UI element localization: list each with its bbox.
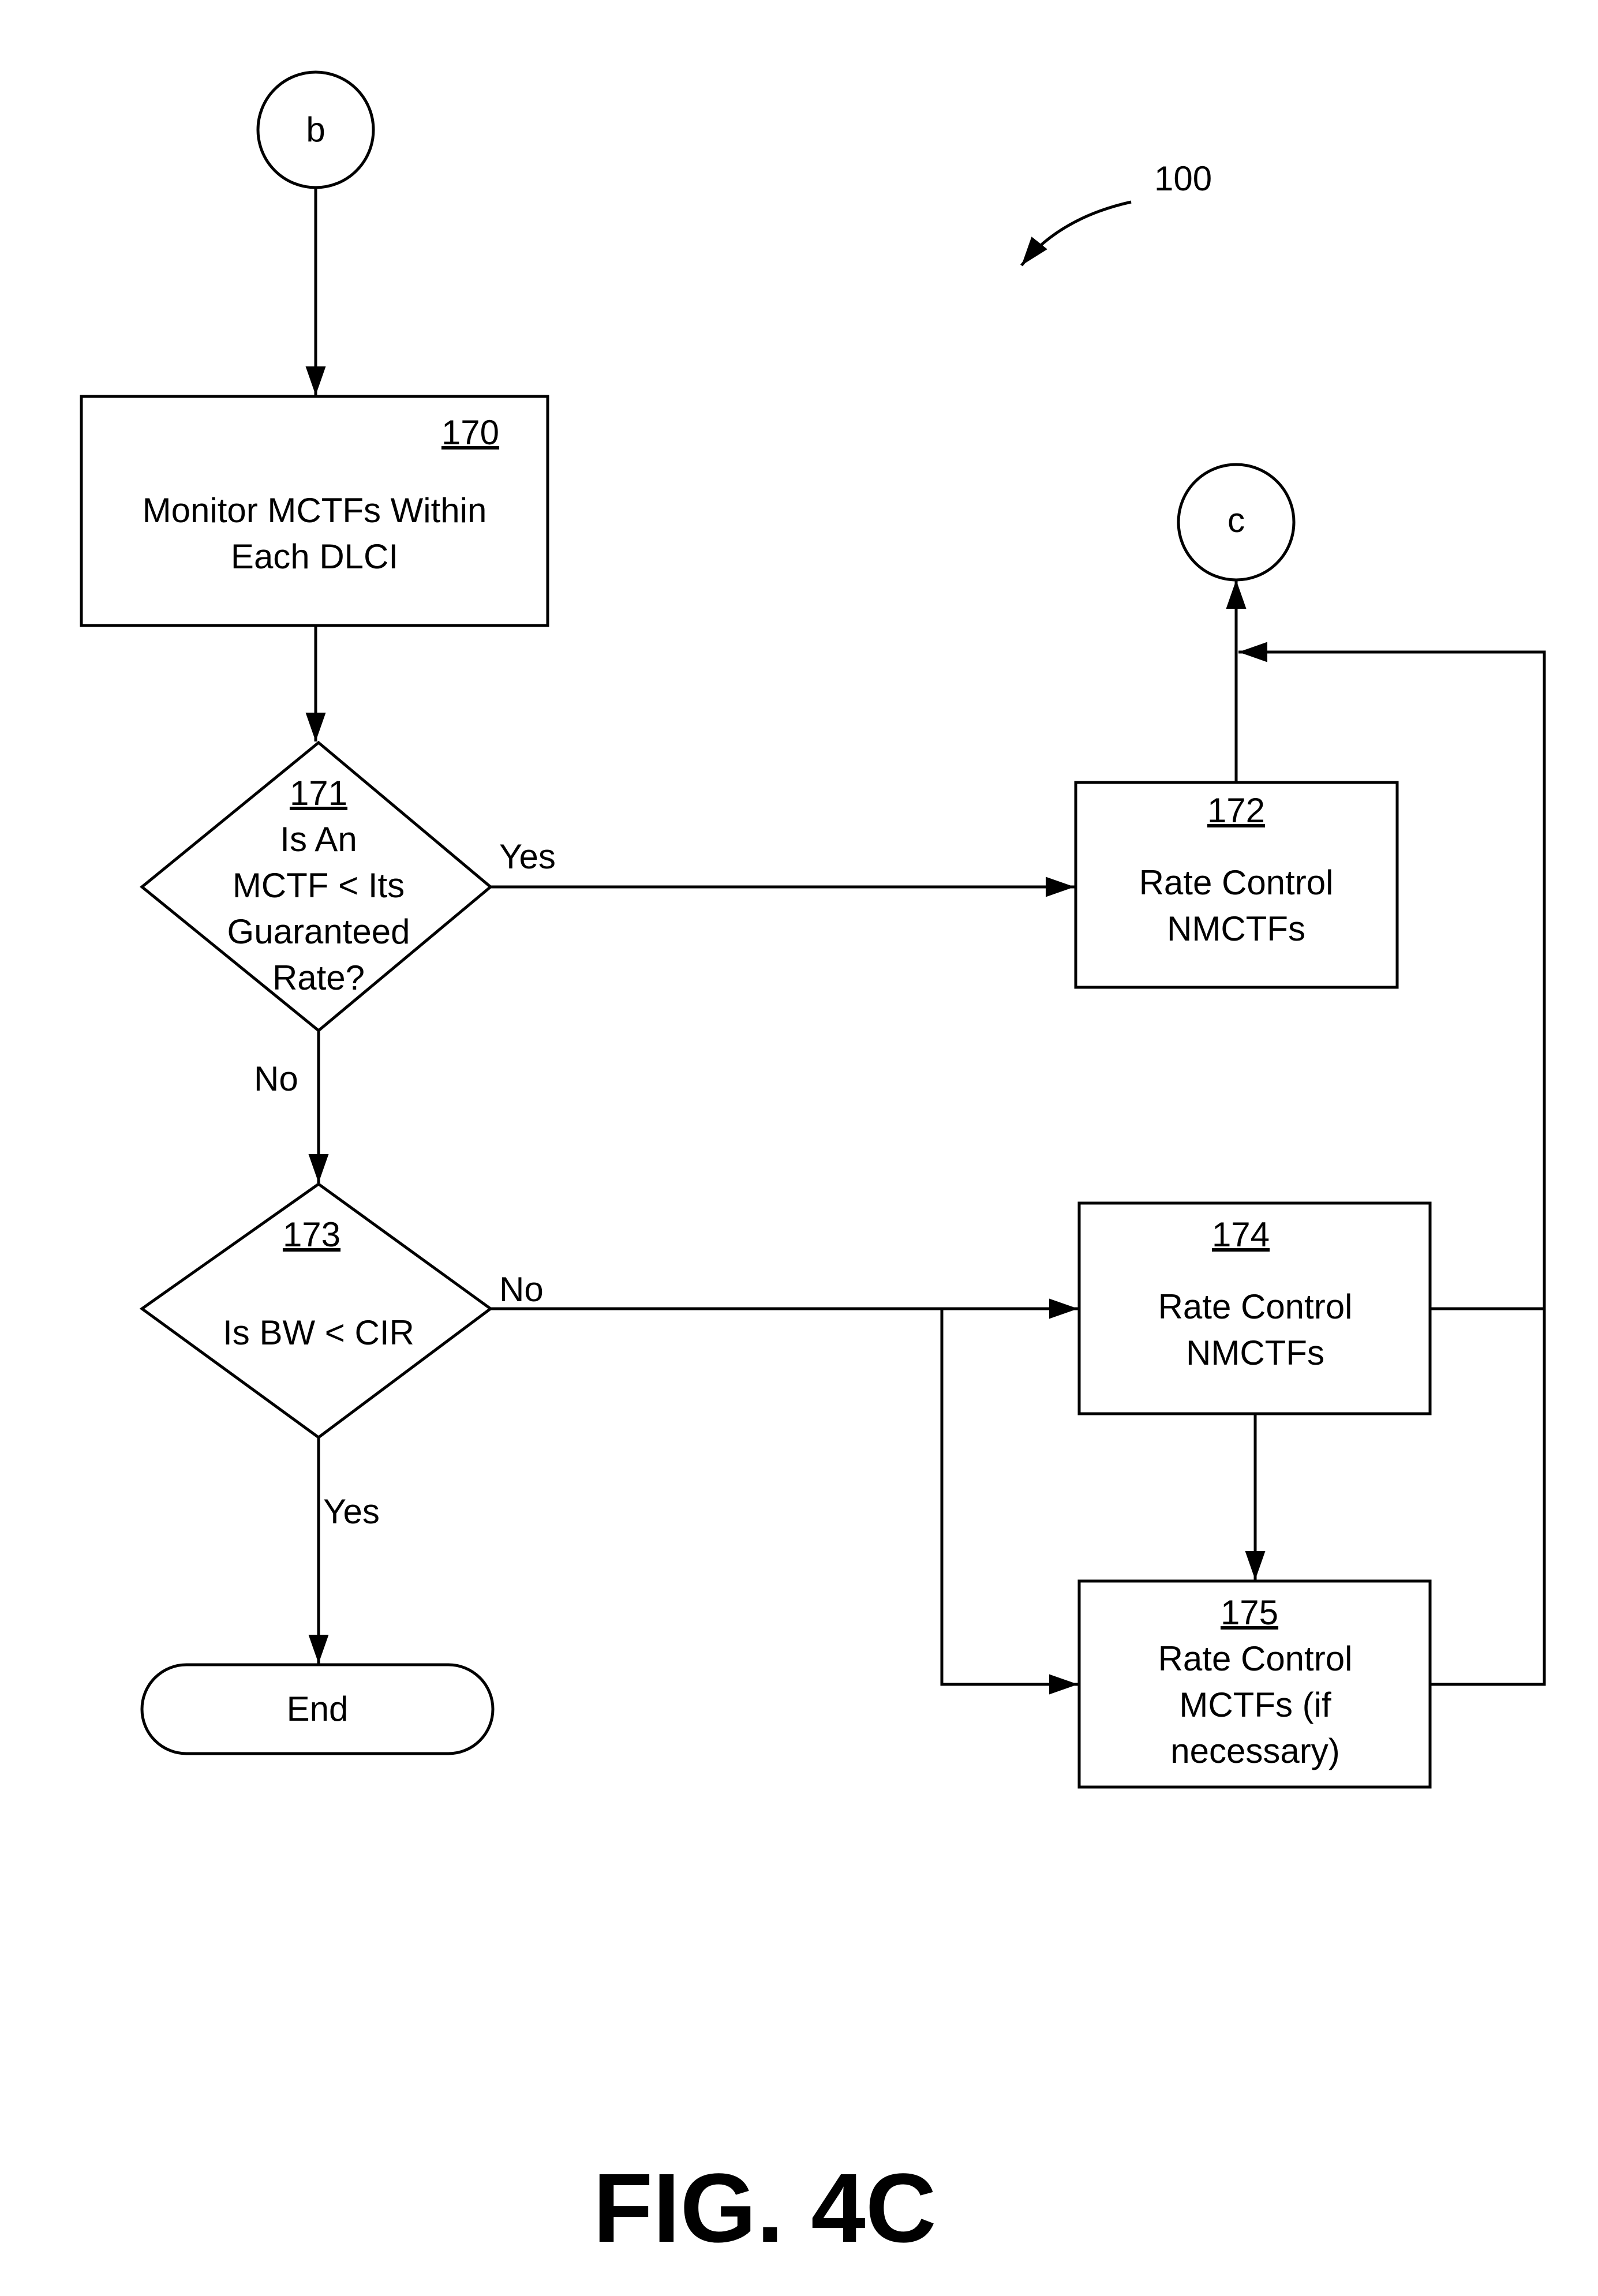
decision-171-text-line-2: MCTF < Its (233, 866, 405, 905)
step-170-number: 170 (441, 413, 499, 452)
end-terminator-label: End (287, 1690, 349, 1728)
decision-173-number: 173 (283, 1215, 340, 1254)
step-174-text-line-1: Rate Control (1158, 1287, 1353, 1326)
connector-b-label: b (306, 110, 325, 149)
step-175-text-line-2: MCTFs (if (1179, 1686, 1331, 1724)
step-170-text-line-2: Each DLCI (231, 537, 398, 576)
branch-label-171-yes: Yes (499, 837, 556, 876)
decision-173-text: Is BW < CIR (223, 1313, 414, 1352)
step-175-number: 175 (1221, 1593, 1278, 1632)
step-172-text-line-1: Rate Control (1139, 863, 1334, 902)
decision-171-text-line-4: Rate? (272, 958, 365, 997)
figure-reference-number: 100 (1154, 159, 1212, 198)
decision-171-number: 171 (290, 774, 347, 812)
branch-label-173-yes: Yes (323, 1492, 380, 1531)
step-170-text-line-1: Monitor MCTFs Within (143, 491, 487, 530)
branch-label-173-no: No (499, 1270, 544, 1309)
edge-173-no-to-175 (942, 1309, 1078, 1684)
decision-171-text-line-1: Is An (280, 820, 357, 859)
step-175-text-line-1: Rate Control (1158, 1639, 1353, 1678)
step-172-number: 172 (1207, 791, 1265, 830)
decision-171-text-line-3: Guaranteed (227, 912, 410, 951)
step-172-text-line-2: NMCTFs (1167, 909, 1305, 948)
branch-label-171-no: No (254, 1059, 298, 1098)
figure-reference-arrow (1021, 202, 1131, 265)
connector-c-label: c (1227, 501, 1245, 540)
figure-title: FIG. 4C (593, 2153, 936, 2263)
step-174-text-line-2: NMCTFs (1186, 1334, 1324, 1372)
step-174-number: 174 (1212, 1215, 1270, 1254)
step-175-text-line-3: necessary) (1170, 1732, 1339, 1770)
